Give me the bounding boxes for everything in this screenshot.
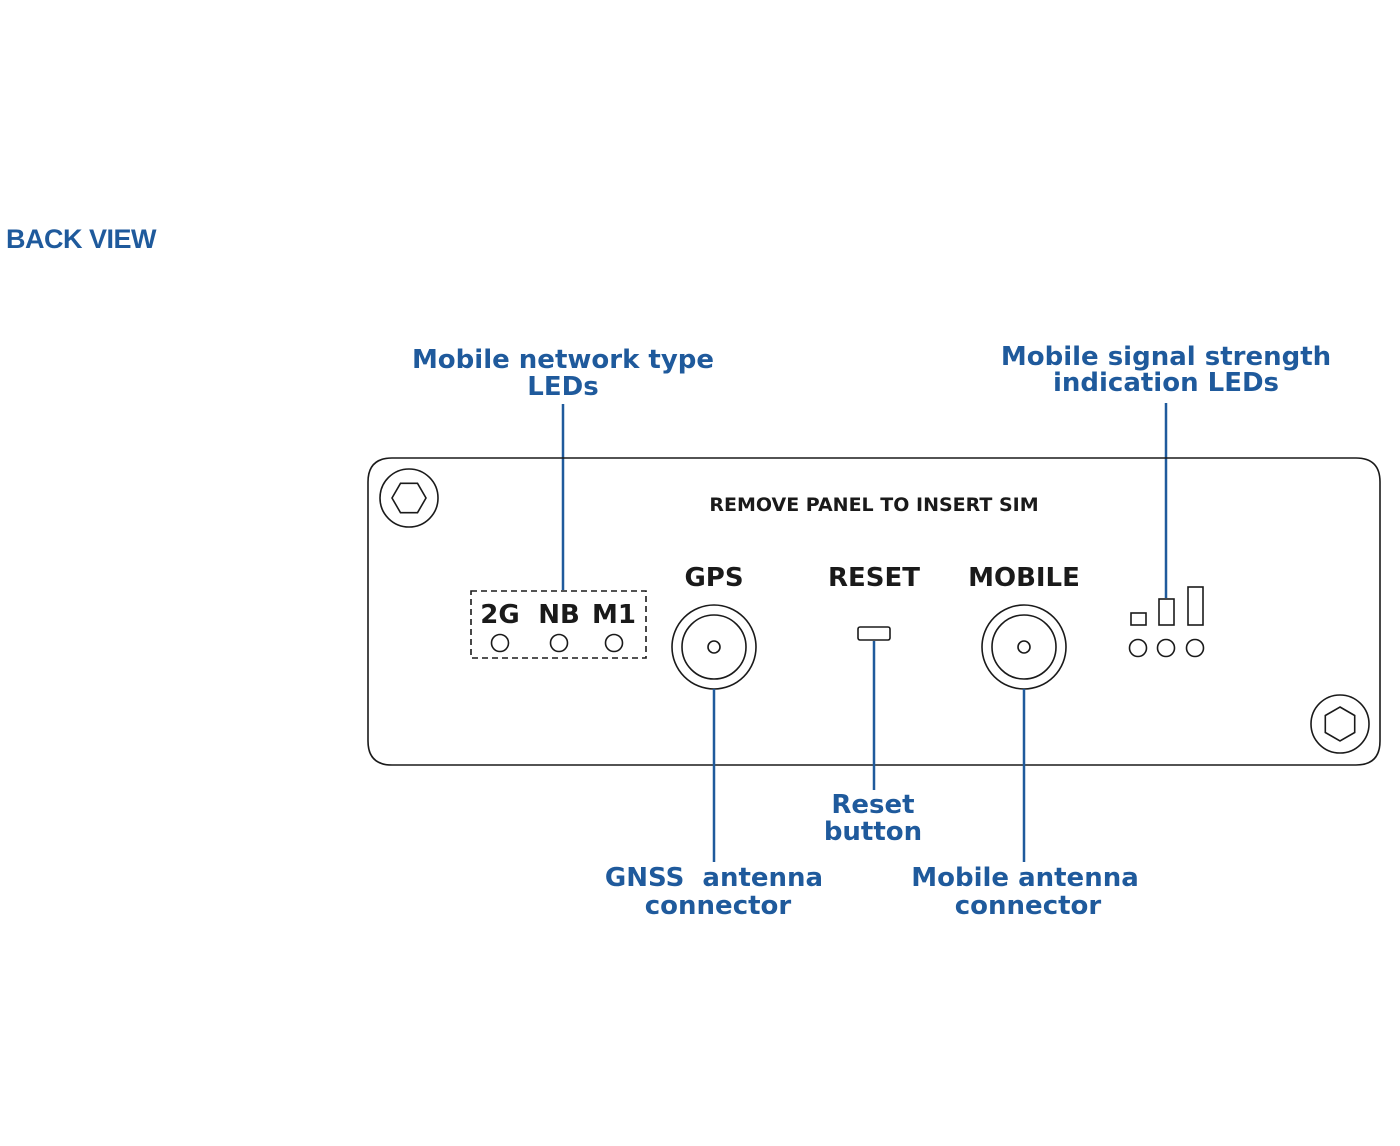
reset-button-icon (857, 626, 891, 641)
signal-strength-bars-icon (1130, 586, 1204, 626)
led-label-m1: M1 (592, 600, 636, 630)
gnss-connector-callout: GNSS antenna connector (605, 863, 823, 921)
panel-outline (367, 457, 1381, 766)
network-type-callout-line1: Mobile network type (412, 345, 714, 375)
reset-callout-line2: button (824, 817, 922, 847)
led-label-2g: 2G (480, 600, 519, 630)
reset-button-callout: Reset button (824, 790, 922, 847)
reset-callout-line1: Reset (831, 790, 914, 820)
mobile-connector-callout: Mobile antenna connector (911, 863, 1139, 921)
mobile-callout-line1: Mobile antenna (911, 863, 1139, 893)
gps-connector-icon (671, 604, 757, 690)
screw-bottom-right-icon (1310, 694, 1370, 754)
mobile-label: MOBILE (968, 563, 1080, 593)
signal-led-3-icon (1185, 638, 1205, 658)
mobile-connector-icon (981, 604, 1067, 690)
sim-notice: REMOVE PANEL TO INSERT SIM (709, 494, 1038, 516)
gnss-callout-line2: connector (645, 891, 792, 921)
network-type-callout-line2: LEDs (527, 372, 598, 402)
section-title: BACK VIEW (6, 224, 157, 254)
signal-strength-callout: Mobile signal strength indication LEDs (1001, 342, 1331, 598)
led-label-nb: NB (538, 600, 580, 630)
signal-strength-callout-line2: indication LEDs (1053, 368, 1279, 398)
reset-label: RESET (828, 563, 920, 593)
device-back-panel: REMOVE PANEL TO INSERT SIM 2G NB M1 GPS … (367, 457, 1381, 766)
network-led-group-box (470, 590, 647, 659)
gps-label: GPS (684, 563, 743, 593)
screw-top-left-icon (379, 468, 439, 528)
signal-led-2-icon (1156, 638, 1176, 658)
led-2g-icon (490, 633, 510, 653)
led-nb-icon (549, 633, 569, 653)
signal-led-1-icon (1128, 638, 1148, 658)
gnss-callout-line1: GNSS antenna (605, 863, 823, 893)
network-type-callout: Mobile network type LEDs (412, 345, 714, 590)
signal-strength-callout-line1: Mobile signal strength (1001, 342, 1331, 372)
led-m1-icon (604, 633, 624, 653)
mobile-callout-line2: connector (955, 891, 1102, 921)
